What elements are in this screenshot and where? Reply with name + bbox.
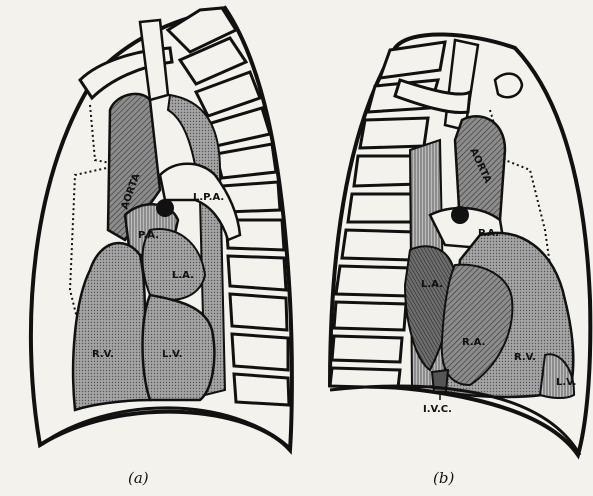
panel-a-label-lpa: L.P.A. xyxy=(193,192,224,203)
panel-b-label-pa: P.A. xyxy=(478,228,499,239)
panel-a-right-ventricle xyxy=(73,243,150,410)
panel-b-label-lv: L.V. xyxy=(556,377,576,388)
panel-b-label-ivc: I.V.C. xyxy=(423,404,452,415)
panel-b-label-la: L.A. xyxy=(421,279,443,290)
panel-b-ductus-spot xyxy=(451,206,469,224)
panel-b-label-rv: R.V. xyxy=(514,352,536,363)
panel-b-shoulder-knob xyxy=(495,74,522,98)
panel-b-label-ra: R.A. xyxy=(462,337,485,348)
panel-a: AORTA L.P.A. P.A. L.A. R.V. L.V. (a) xyxy=(31,8,292,487)
panel-a-label-la: L.A. xyxy=(172,270,194,281)
panel-a-ductus-spot xyxy=(156,199,174,217)
panel-a-caption: (a) xyxy=(128,469,149,487)
panel-a-label-lv: L.V. xyxy=(162,349,182,360)
panel-a-label-pa: P.A. xyxy=(138,230,159,241)
panel-b: AORTA P.A. L.A. R.A. R.V. L.V. I.V.C. (b… xyxy=(330,34,590,487)
panel-a-trachea xyxy=(140,20,168,100)
panel-a-label-rv: R.V. xyxy=(92,349,114,360)
panel-b-caption: (b) xyxy=(433,469,454,487)
